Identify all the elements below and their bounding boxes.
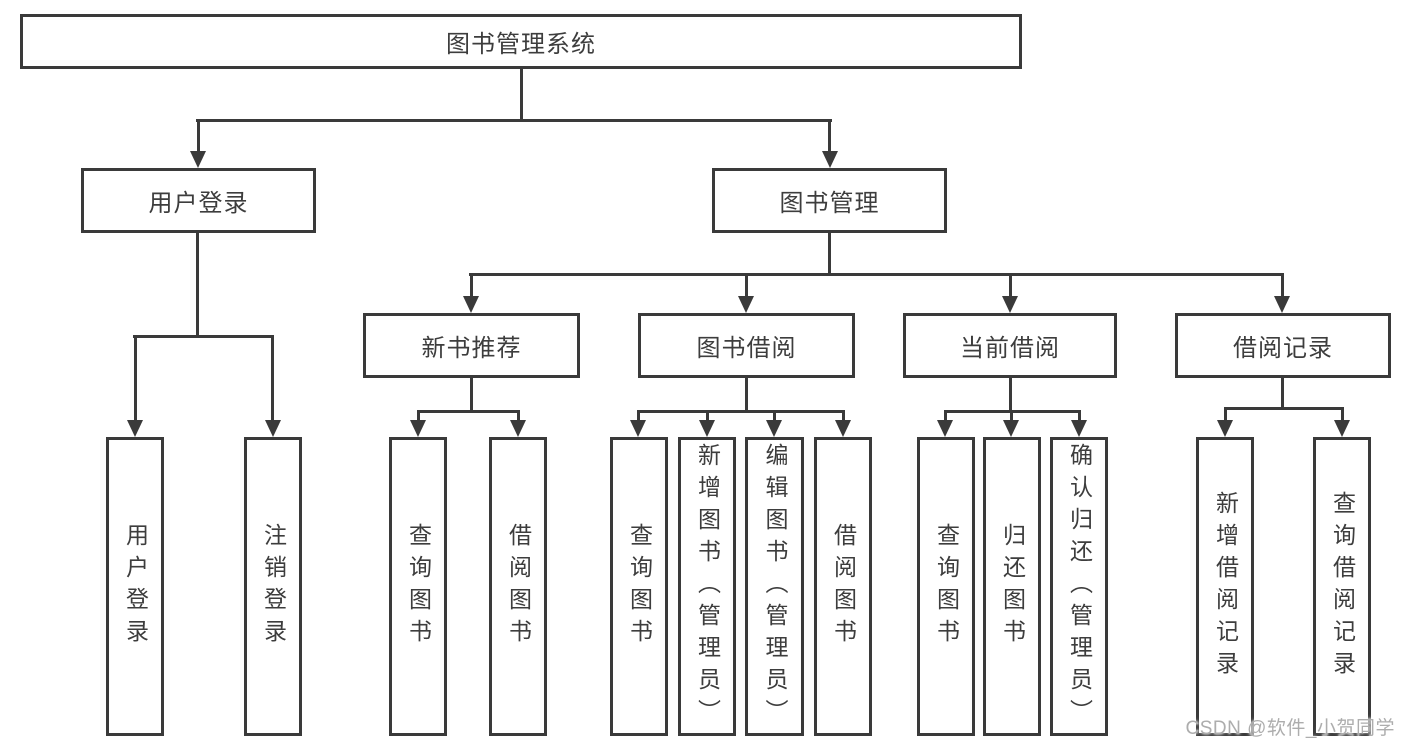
node-leaf-query-books-3: 查询图书 [917, 437, 975, 736]
node-leaf-return-book-label: 归还图书 [999, 522, 1026, 651]
connector-arrow-current-borrow-stem [1009, 273, 1012, 298]
node-leaf-query-borrow-record: 查询借阅记录 [1313, 437, 1371, 736]
node-leaf-logout: 注销登录 [244, 437, 302, 736]
arrowhead-current-borrow-icon [1002, 296, 1018, 313]
arrowhead-return-book-icon [1003, 420, 1019, 437]
connector-arrow-query-record-stem [1341, 407, 1344, 422]
arrowhead-query-books-2-icon [630, 420, 646, 437]
node-book-management: 图书管理 [712, 168, 947, 233]
node-new-book-recommend-label: 新书推荐 [421, 335, 522, 362]
node-leaf-query-books-2: 查询图书 [610, 437, 668, 736]
arrowhead-borrow-books-1-icon [510, 420, 526, 437]
node-leaf-add-book-admin-label: 新增图书（管理员） [694, 442, 721, 731]
connector-arrow-book-borrow-stem [745, 273, 748, 298]
connector-stem-current-borrowing [1009, 378, 1012, 413]
node-leaf-borrow-books-2: 借阅图书 [814, 437, 872, 736]
connector-arrow-borrow-books-1-stem [517, 410, 520, 422]
connector-arrow-confirm-return-stem [1078, 410, 1081, 422]
connector-stem-borrowing-records [1281, 378, 1284, 410]
node-leaf-user-login: 用户登录 [106, 437, 164, 736]
connector-arrow-query-books-3-stem [944, 410, 947, 422]
node-leaf-logout-label: 注销登录 [260, 522, 287, 651]
node-leaf-query-books-1: 查询图书 [389, 437, 447, 736]
connector-arrow-add-record-stem [1224, 407, 1227, 422]
node-leaf-user-login-label: 用户登录 [122, 522, 149, 651]
node-leaf-edit-book-admin-label: 编辑图书（管理员） [762, 442, 788, 731]
node-book-borrowing: 图书借阅 [638, 313, 855, 378]
node-new-book-recommend: 新书推荐 [363, 313, 580, 378]
connector-arrow-query-books-2-stem [637, 410, 640, 422]
connector-stem-user-login [196, 233, 199, 338]
node-leaf-confirm-return-admin: 确认归还（管理员） [1050, 437, 1108, 736]
arrowhead-borrow-record-icon [1274, 296, 1290, 313]
connector-stem-root [520, 69, 523, 121]
node-current-borrowing: 当前借阅 [903, 313, 1117, 378]
node-book-borrowing-label: 图书借阅 [696, 335, 797, 362]
watermark-text: CSDN @软件_小贺同学 [1185, 718, 1395, 739]
connector-arrow-borrow-record-stem [1281, 273, 1284, 298]
arrowhead-query-books-1-icon [410, 420, 426, 437]
arrowhead-book-mgmt-icon [822, 151, 838, 168]
arrowhead-add-book-icon [699, 420, 715, 437]
node-leaf-add-book-admin: 新增图书（管理员） [678, 437, 736, 736]
arrowhead-borrow-books-2-icon [835, 420, 851, 437]
connector-arrow-book-mgmt-stem [828, 119, 831, 153]
node-leaf-add-borrow-record-label: 新增借阅记录 [1212, 490, 1239, 683]
arrowhead-query-books-3-icon [937, 420, 953, 437]
node-root-label: 图书管理系统 [446, 31, 596, 58]
connector-arrow-borrow-books-2-stem [842, 410, 845, 422]
node-leaf-query-books-2-label: 查询图书 [626, 522, 653, 651]
arrowhead-confirm-return-icon [1071, 420, 1087, 437]
arrowhead-query-record-icon [1334, 420, 1350, 437]
node-leaf-query-books-1-label: 查询图书 [405, 522, 432, 651]
arrowhead-new-book-icon [463, 296, 479, 313]
connector-stem-new-book [470, 378, 473, 413]
connector-arrow-query-books-1-stem [417, 410, 420, 422]
connector-split-borrowing-records [1224, 407, 1344, 410]
connector-split-user-login [133, 335, 274, 338]
connector-stem-book-borrowing [745, 378, 748, 413]
node-leaf-borrow-books-1-label: 借阅图书 [505, 522, 532, 651]
arrowhead-add-record-icon [1217, 420, 1233, 437]
connector-arrow-leaf-user-login-stem [134, 335, 137, 421]
connector-arrow-add-book-stem [706, 410, 709, 422]
connector-split-book-borrowing [637, 410, 845, 413]
node-root: 图书管理系统 [20, 14, 1022, 69]
connector-stem-book-mgmt [828, 233, 831, 276]
node-leaf-edit-book-admin: 编辑图书（管理员） [745, 437, 804, 736]
node-leaf-return-book: 归还图书 [983, 437, 1041, 736]
connector-arrow-edit-book-stem [773, 410, 776, 422]
connector-arrow-return-book-stem [1010, 410, 1013, 422]
node-leaf-add-borrow-record: 新增借阅记录 [1196, 437, 1254, 736]
node-user-login: 用户登录 [81, 168, 316, 233]
connector-split-book-mgmt [469, 273, 1284, 276]
connector-arrow-leaf-logout-stem [271, 335, 274, 421]
arrowhead-leaf-user-login-icon [127, 420, 143, 437]
node-leaf-borrow-books-2-label: 借阅图书 [830, 522, 857, 651]
connector-arrow-new-book-stem [470, 273, 473, 298]
node-borrowing-records: 借阅记录 [1175, 313, 1391, 378]
node-leaf-borrow-books-1: 借阅图书 [489, 437, 547, 736]
arrowhead-edit-book-icon [766, 420, 782, 437]
arrowhead-user-login-icon [190, 151, 206, 168]
arrowhead-book-borrow-icon [738, 296, 754, 313]
arrowhead-leaf-logout-icon [265, 420, 281, 437]
node-current-borrowing-label: 当前借阅 [960, 335, 1060, 362]
node-user-login-label: 用户登录 [148, 190, 249, 217]
connector-split-new-book [417, 410, 520, 413]
node-leaf-query-books-3-label: 查询图书 [933, 522, 960, 651]
node-book-management-label: 图书管理 [779, 190, 880, 217]
connector-arrow-user-login-stem [197, 119, 200, 153]
node-leaf-confirm-return-admin-label: 确认归还（管理员） [1066, 442, 1093, 731]
node-borrowing-records-label: 借阅记录 [1233, 335, 1333, 362]
node-leaf-query-borrow-record-label: 查询借阅记录 [1329, 490, 1356, 683]
connector-split-root [196, 119, 832, 122]
